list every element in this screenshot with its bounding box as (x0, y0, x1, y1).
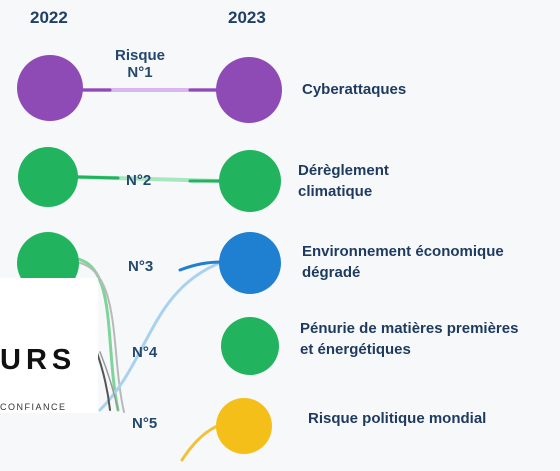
risk-1-name: Cyberattaques (302, 81, 407, 98)
rank-2-link-left (76, 175, 120, 180)
rank-2-2023-node (219, 150, 281, 212)
risk-5-name: Risque politique mondial (308, 410, 487, 427)
rank-3-2023-link-head (178, 260, 224, 272)
rank-1-2022-node (17, 55, 83, 121)
rank-2-label: N°2 (126, 172, 152, 189)
logo-overlay (0, 278, 98, 413)
risk-3-name: Environnement économique dégradé (302, 243, 504, 281)
rank-3-2023-link (98, 260, 224, 412)
logo-accent-2 (99, 351, 119, 411)
rank-3-2023-node (219, 232, 281, 294)
rank-3-label: N°3 (128, 258, 154, 275)
rank-4-label: N°4 (132, 344, 158, 361)
rank-2-2022-node (18, 147, 78, 207)
rank-1-2023-node (216, 57, 282, 123)
rank-4-2023-node (221, 317, 279, 375)
logo-wordmark: URS (0, 344, 77, 376)
year-2022-label: 2022 (30, 8, 68, 27)
rank-3-2022-link-shadow (75, 261, 125, 413)
risk-4-name: Pénurie de matières premières et énergét… (300, 320, 519, 358)
logo-tagline: CONFIANCE (0, 402, 67, 412)
risk-2-name: Dérèglement climatique (298, 162, 389, 200)
year-2023-label: 2023 (228, 8, 266, 27)
rank-5-label: N°5 (132, 415, 158, 432)
rank-3-2022-link (70, 256, 120, 412)
rank-1-label: Risque N°1 (114, 47, 165, 81)
rank-5-2023-node (216, 398, 272, 454)
